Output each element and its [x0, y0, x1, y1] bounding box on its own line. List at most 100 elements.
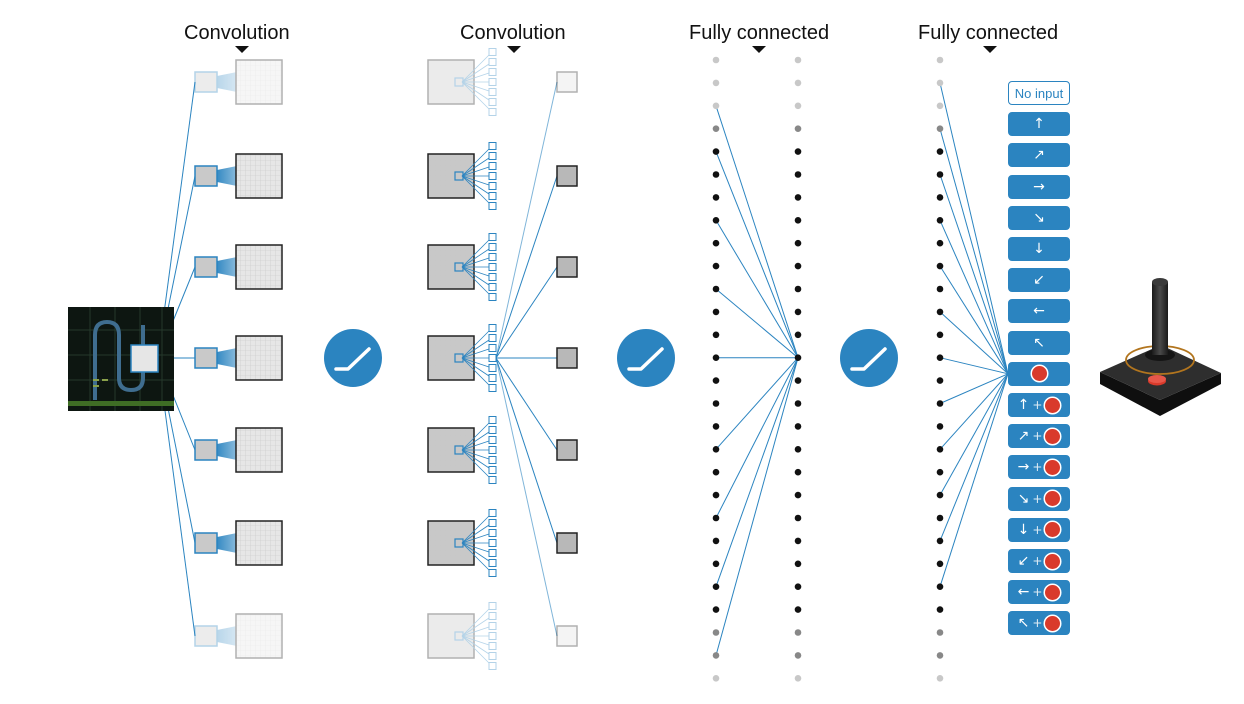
- plus-sign: +: [1032, 460, 1043, 475]
- fan-line: [461, 522, 493, 544]
- kernel-weight: [488, 662, 497, 670]
- kernel-weight: [488, 98, 497, 106]
- connection-line: [939, 311, 1009, 375]
- direction-arrow-icon: ←: [1033, 303, 1045, 320]
- kernel-weight: [488, 652, 497, 660]
- action-button: ↙: [1008, 268, 1070, 293]
- connection-line: [939, 373, 1009, 450]
- joystick-icon: [1100, 278, 1221, 416]
- fc-node: [794, 56, 802, 64]
- fc-node: [794, 79, 802, 87]
- fc-node: [936, 217, 944, 224]
- kernel-weight: [488, 456, 497, 464]
- fc-node: [794, 331, 802, 339]
- game-screen-icon: [68, 307, 174, 411]
- action-button: ↘+: [1008, 486, 1070, 511]
- plus-sign: +: [1032, 491, 1043, 506]
- feature-map-group: [427, 324, 578, 392]
- fan-line: [461, 449, 493, 471]
- kernel-weight: [488, 202, 497, 210]
- direction-arrow-icon: ↑: [1033, 116, 1045, 133]
- connection-line: [939, 357, 1009, 375]
- fan-line: [461, 357, 493, 389]
- connection-line: [715, 288, 799, 359]
- fan-line: [461, 449, 493, 481]
- connection-line: [495, 175, 558, 359]
- plus-sign: +: [1032, 616, 1043, 631]
- receptive-field: [454, 631, 464, 641]
- fc-node: [712, 79, 720, 87]
- kernel-weight: [488, 622, 497, 630]
- kernel-weight: [488, 436, 497, 444]
- feature-map-grid: [235, 335, 283, 381]
- kernel-weight: [488, 364, 497, 372]
- connection-line: [939, 373, 1009, 404]
- connection-line: [939, 128, 1009, 374]
- connection-line: [715, 220, 799, 358]
- direction-arrow-icon: ↘: [1033, 209, 1045, 226]
- fc-node: [936, 468, 944, 476]
- direction-arrow-icon: ↗: [1017, 428, 1030, 445]
- kernel-weight: [488, 416, 497, 424]
- fc-node: [794, 171, 802, 178]
- fc-node: [794, 675, 802, 682]
- connection-line: [715, 357, 799, 656]
- kernel-weight: [488, 529, 497, 537]
- direction-arrow-icon: ↓: [1033, 241, 1045, 257]
- kernel-weight: [488, 162, 497, 170]
- action-button: No input: [1008, 81, 1070, 105]
- feature-map-group: [194, 520, 283, 566]
- connection-line: [715, 357, 799, 519]
- kernel-weight: [488, 172, 497, 180]
- kernel-weight: [488, 48, 497, 56]
- fc-node: [794, 583, 802, 590]
- fc-node: [794, 285, 802, 293]
- fc-node: [712, 514, 720, 522]
- direction-arrow-icon: ↖: [1033, 334, 1045, 351]
- feature-map-group: [194, 244, 283, 290]
- feature-map-grid: [235, 244, 283, 290]
- output-unit: [556, 347, 578, 369]
- action-button: ↘: [1008, 205, 1070, 230]
- fc-node: [712, 446, 720, 453]
- fc-node: [936, 675, 944, 682]
- direction-arrow-icon: →: [1033, 178, 1045, 195]
- kernel-weight: [488, 88, 497, 96]
- fc-node: [794, 194, 802, 201]
- fan-line: [461, 419, 493, 451]
- fc-node: [936, 629, 944, 636]
- fc-node: [712, 537, 720, 545]
- fire-button-icon: [1045, 459, 1061, 475]
- fan-line: [461, 635, 493, 667]
- fc-node: [712, 354, 720, 362]
- fc-node: [712, 583, 720, 590]
- caret-down-icon: [752, 46, 766, 53]
- fan-line: [461, 256, 493, 268]
- direction-arrow-icon: ↙: [1017, 553, 1030, 569]
- action-button: ↗: [1008, 143, 1070, 168]
- fan-line: [461, 439, 493, 451]
- direction-arrow-icon: ↘: [1017, 490, 1030, 507]
- fan-line: [461, 327, 493, 359]
- kernel-weight: [488, 243, 497, 251]
- fire-button-icon: [1045, 397, 1061, 413]
- filter-patch: [194, 165, 218, 187]
- fc-node: [794, 468, 802, 476]
- fc-node: [936, 79, 944, 87]
- kernel-weight: [488, 509, 497, 517]
- fire-button-icon: [1031, 366, 1047, 382]
- conv2-feature-maps: [427, 48, 578, 670]
- fan-line: [461, 246, 493, 268]
- fc-node: [936, 262, 944, 270]
- fc-node: [712, 194, 720, 201]
- fc-node: [794, 102, 802, 110]
- kernel-weight: [488, 569, 497, 577]
- fc-node: [712, 468, 720, 476]
- fan-line: [461, 145, 493, 177]
- feature-map-group: [194, 59, 283, 105]
- connection-line: [939, 82, 1009, 374]
- connection-line: [939, 373, 1009, 587]
- fan-line: [461, 51, 493, 83]
